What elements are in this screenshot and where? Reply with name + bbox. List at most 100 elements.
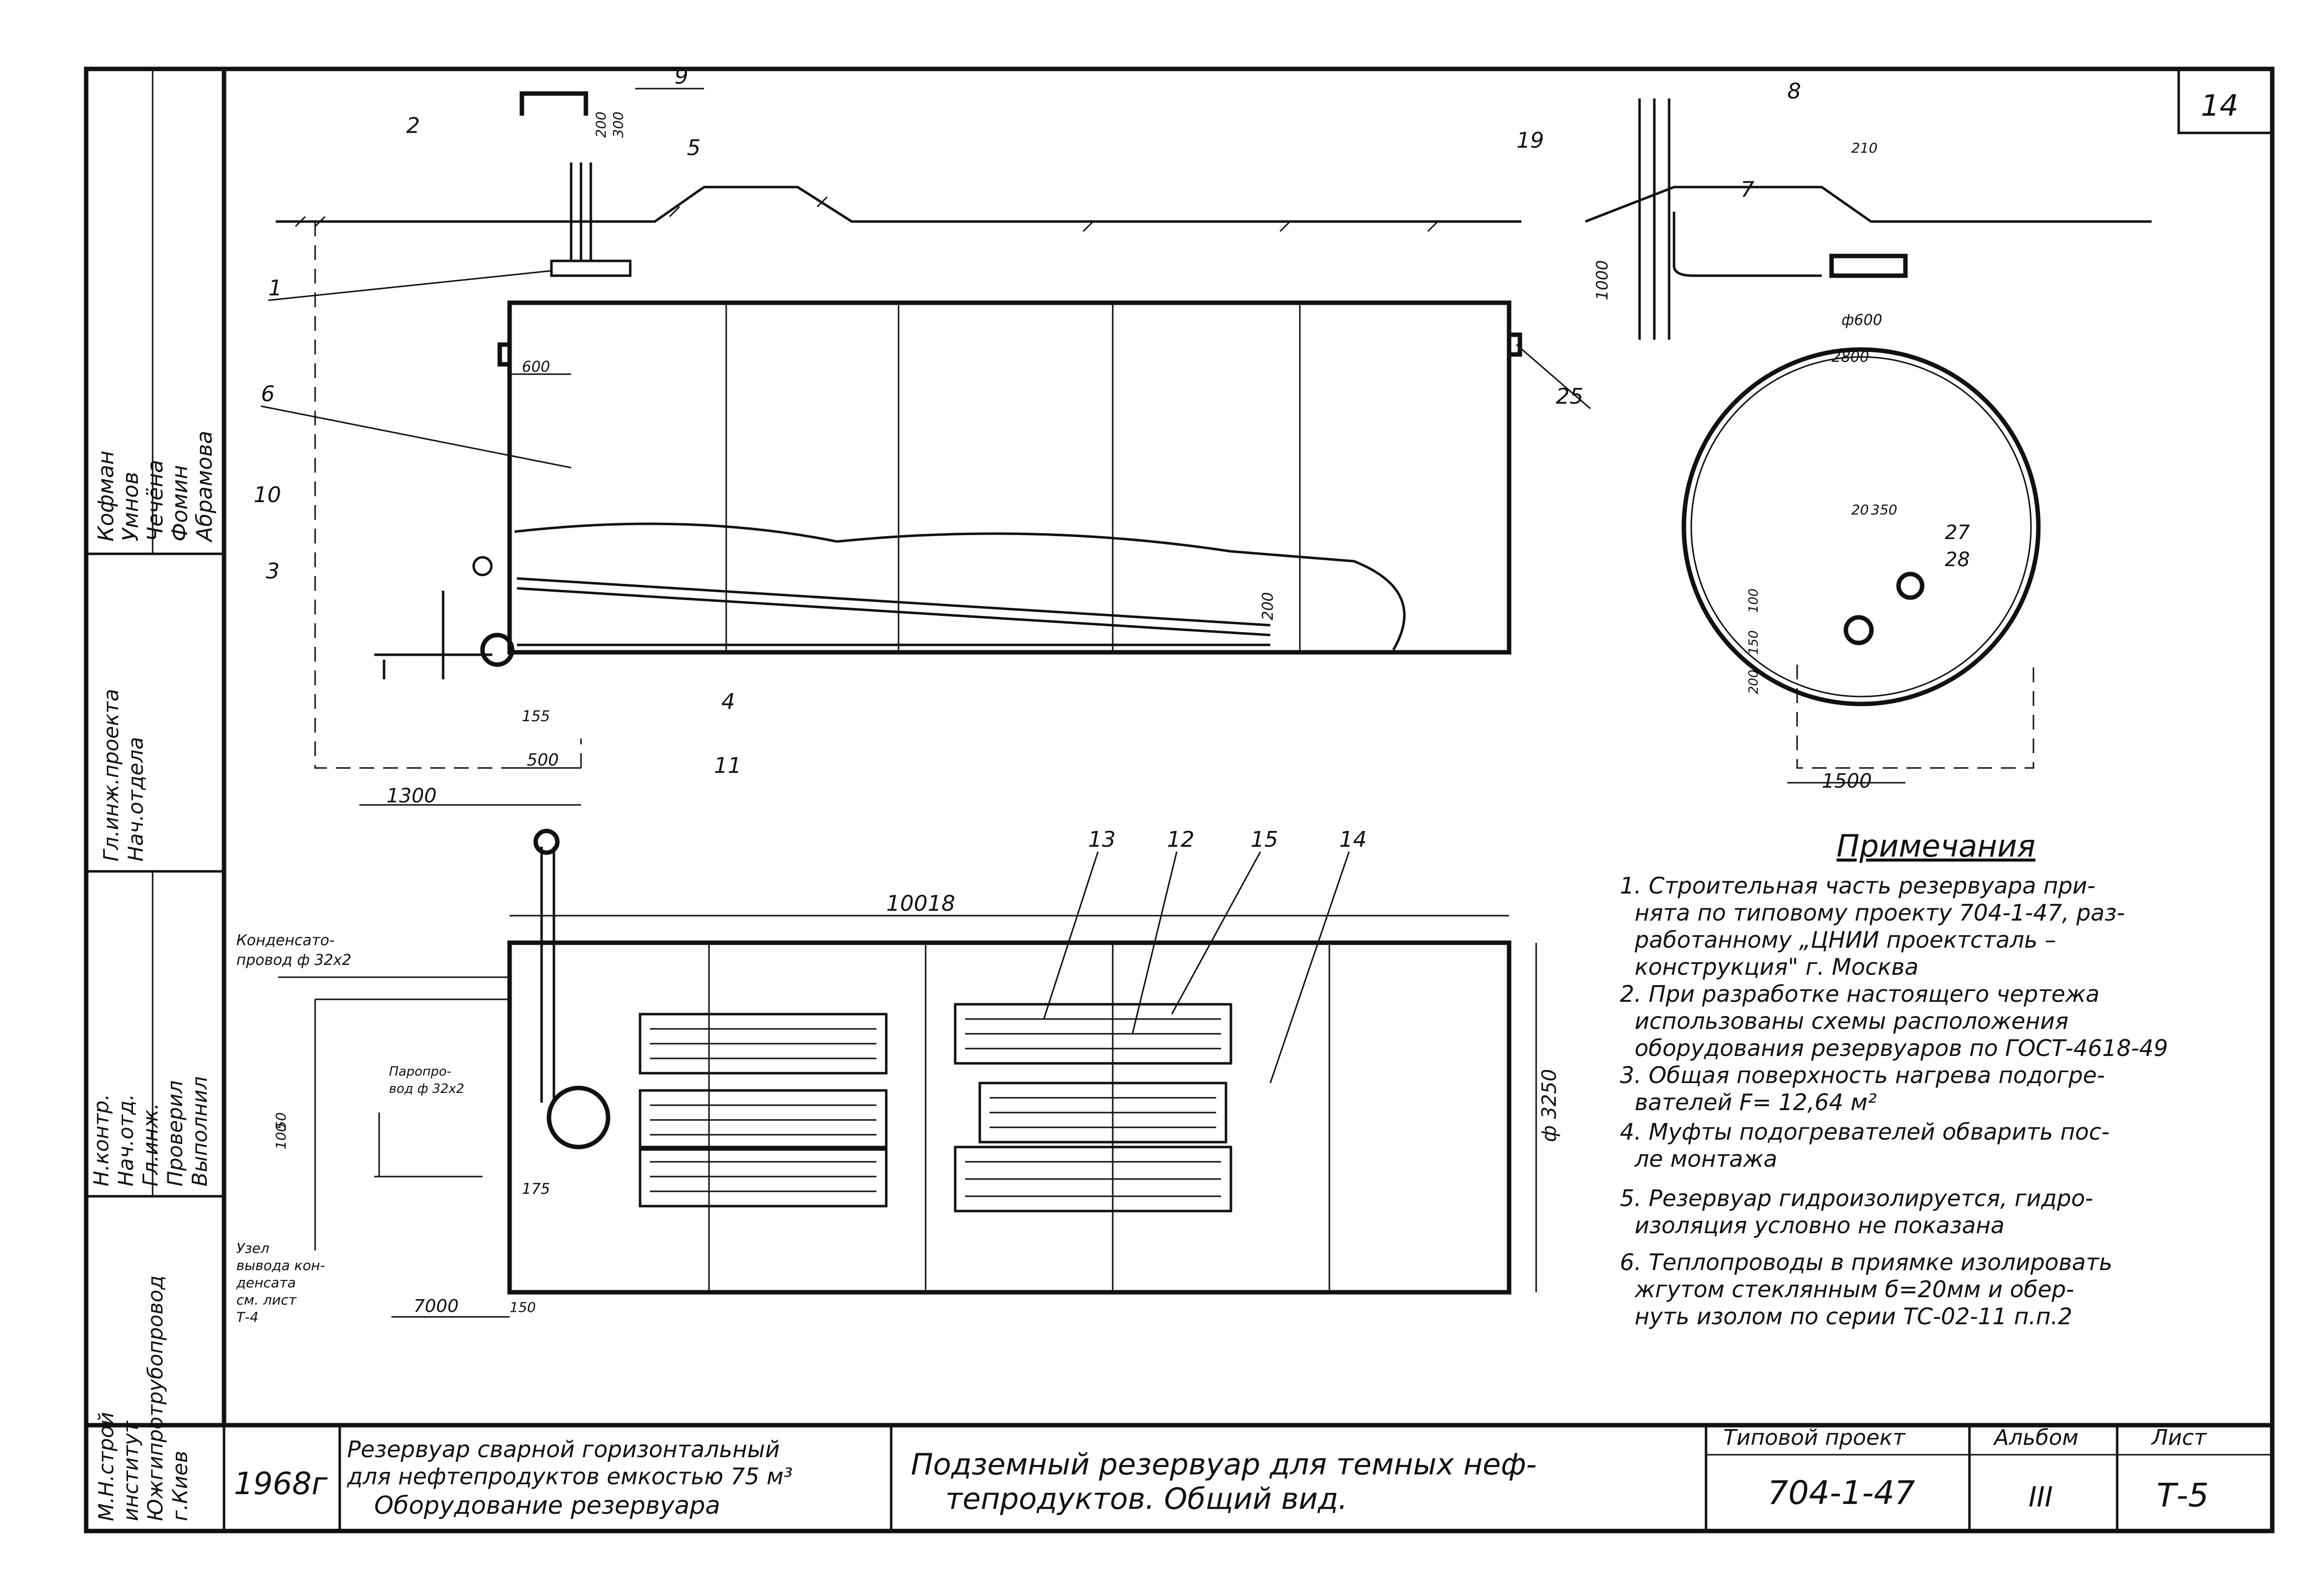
side-manhole [1829,254,1908,278]
margin-name-3: Чечёна [143,460,168,542]
tb-desc-3: Оборудование резервуара [374,1491,720,1520]
callout-6: 6 [261,382,275,407]
tank-inner-circle [1690,356,2032,698]
heater-pipes [516,577,1271,646]
tb-year: 1968г [234,1466,328,1501]
dim-350: 350 [1871,502,1897,518]
margin-org-1: М.Н.строй [94,1412,118,1521]
note-line-6: использованы схемы расположения [1635,1008,2068,1034]
margin-org-3: Южгипротрубопровод [143,1276,167,1521]
ground-hatch [294,196,1439,232]
node-label-5: Т-4 [236,1309,258,1325]
left-nozzle [497,342,512,367]
note-line-12: 5. Резервуар гидроизолируется, гидро- [1620,1185,2093,1212]
ground-line [276,186,1521,223]
side-excavation [1796,665,2034,769]
margin-block1-1: Н.контр. [89,1094,113,1186]
right-nozzle [1507,332,1522,357]
heater-bundle-5 [978,1082,1227,1144]
valve-circle-2 [480,633,515,667]
left-margin-text: Кофман Умнов Чечёна Фомин Абрамова Гл.ин… [89,431,217,1521]
dim-300-top: 300 [610,112,626,138]
tb-title-2: тепродуктов. Общий вид. [945,1482,1348,1516]
tb-sheet-label: Лист [2151,1425,2207,1450]
node-label-1: Узел [236,1240,269,1256]
note-line-2: нята по типовому проекту 704-1-47, раз- [1635,899,2125,926]
breather-valve-top [519,91,588,116]
callout-3: 3 [266,559,280,584]
dim-150-plan: 150 [510,1299,536,1315]
margin-name-2: Умнов [118,472,143,542]
callout-9: 9 [675,64,688,89]
dim-phi3250: ф 3250 [1538,1069,1561,1142]
tank-shell [507,300,1512,655]
dim-50-plan: 50 [273,1112,289,1130]
tb-project-label: Типовой проект [1723,1425,1906,1450]
note-line-7: оборудования резервуаров по ГОСТ-4618-49 [1635,1035,2168,1061]
callout-13: 13 [1088,827,1116,852]
tb-album-value: III [2029,1481,2053,1513]
side-riser-pipes [1638,98,1671,340]
callout-8: 8 [1787,79,1801,104]
dim-600: 600 [522,358,550,376]
leader-25 [1516,344,1591,410]
tb-sheet-value: Т-5 [2157,1476,2209,1514]
side-pipe-bend [1673,212,1822,277]
plan-tank-outline [507,940,1512,1295]
page-number-box [2177,67,2274,134]
tank-cross-section [1681,347,2041,706]
heater-bundle-6 [954,1146,1232,1213]
note-line-9: вателей F= 12,64 м² [1635,1089,1877,1116]
heater-bundle-4 [954,1003,1232,1065]
note-line-16: нуть изолом по серии ТС-02-11 п.п.2 [1635,1303,2072,1330]
title-block: 1968г Резервуар сварной горизонтальный д… [234,1425,2209,1520]
dim-20: 20 [1851,502,1869,518]
dim-155: 155 [522,708,550,725]
heater-bundle-1 [639,1013,888,1075]
condensate-line-label-1: Конденсато- [236,932,335,949]
plan-external-lines [278,976,510,1250]
callout-15: 15 [1251,827,1278,852]
heater-bundle-3 [639,1146,888,1208]
callout-5: 5 [687,135,701,160]
outer-frame [84,66,2275,1533]
margin-name-5: Абрамова [192,431,217,543]
plan-riser [540,847,555,1103]
notes-block: Примечания 1. Строительная часть резерву… [1620,828,2168,1330]
note-line-10: 4. Муфты подогревателей обварить пос- [1620,1118,2109,1145]
valve-circle-1 [472,556,493,576]
note-line-13: изоляция условно не показана [1635,1212,2004,1239]
callout-11: 11 [714,753,741,778]
node-label-4: см. лист [236,1292,297,1308]
callout-1: 1 [268,276,282,301]
side-ground-line [1585,186,2152,223]
dim-100-plan: 100 [273,1123,289,1149]
callout-28: 28 [1945,548,1970,571]
dim-200-heater: 200 [1259,592,1277,620]
dim-1300: 1300 [387,785,437,807]
callout-10: 10 [254,482,281,508]
steam-line-label-2: вод ф 32х2 [389,1082,464,1096]
notes-title: Примечания [1837,828,2035,864]
margin-name-4: Фомин [167,465,193,542]
dim-200-side: 200 [1746,670,1761,694]
note-line-4: конструкция" г. Москва [1635,954,1919,980]
callout-12: 12 [1167,827,1194,852]
dim-210: 210 [1851,140,1877,156]
margin-org-4: г.Киев [168,1451,192,1521]
margin-role-2: Нач.отдела [124,737,148,862]
manhole-flange [550,259,632,277]
leader-6 [260,405,572,469]
dim-7000: 7000 [414,1296,459,1316]
note-line-5: 2. При разработке настоящего чертежа [1620,981,2099,1007]
heater-bundle-2 [639,1089,888,1151]
note-line-11: ле монтажа [1634,1146,1777,1172]
note-line-3: работанному „ЦНИИ проектсталь – [1634,926,2056,953]
side-valve-27 [1896,572,1925,600]
margin-org-2: институт [119,1420,143,1521]
liquid-level-curve [514,522,1406,651]
plan-leaders [1043,851,1350,1084]
excavation-outline [314,222,582,769]
